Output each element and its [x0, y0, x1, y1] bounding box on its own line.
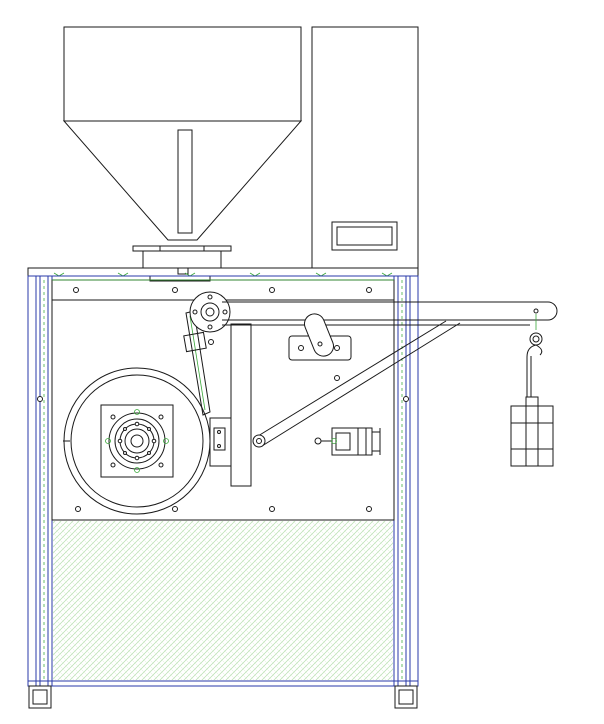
roll-hub-plate: [100, 404, 174, 478]
lower-enclosure: [52, 519, 394, 680]
hopper-neck: [142, 250, 222, 269]
hopper: [62, 26, 303, 275]
film-roll: [63, 367, 211, 515]
foot-right: [394, 685, 418, 709]
hopper-flange: [132, 245, 232, 252]
hook-weight: [510, 314, 554, 467]
post-bracket: [209, 417, 232, 467]
top-plate: [27, 267, 419, 282]
vertical-post: [209, 323, 252, 487]
weight-block: [510, 405, 554, 467]
frame-outline: [27, 275, 419, 687]
display-panel: [331, 221, 398, 251]
main-panel: [51, 299, 395, 521]
foot-left: [28, 685, 52, 709]
cantilever-arm: [222, 301, 558, 326]
control-box: [311, 26, 419, 269]
hopper-sight-window: [177, 129, 193, 234]
guide-pulley: [189, 291, 231, 333]
display-screen: [336, 226, 393, 246]
adjustment-slot: [304, 313, 334, 357]
diagonal-brace: [252, 320, 461, 448]
clamp-block: [314, 427, 381, 456]
adjustment-slot-block: [288, 313, 352, 381]
